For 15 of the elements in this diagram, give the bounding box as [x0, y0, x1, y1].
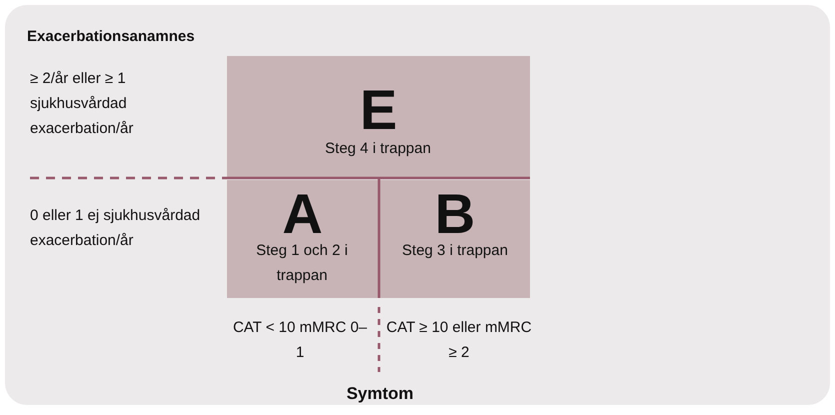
category-box	[380, 180, 530, 298]
category-letter: A	[282, 186, 323, 242]
category-description: Steg 1 och 2 i trappan	[255, 241, 349, 286]
axis-title: Symtom	[345, 383, 415, 405]
category-letter: E	[358, 82, 398, 138]
row-label: ≥ 2/år eller ≥ 1 sjukhusvårdad exacerbation/år	[30, 69, 134, 139]
category-box	[227, 56, 530, 178]
category-description: Steg 3 i trappan	[401, 241, 509, 261]
row-label: 0 eller 1 ej sjukhusvårdad exacerbation/år	[30, 206, 202, 251]
axis-title: Exacerbationsanamnes	[27, 27, 196, 47]
category-box	[227, 180, 378, 298]
column-label: CAT ≥ 10 eller mMRC ≥ 2	[385, 318, 533, 363]
column-label: CAT < 10 mMRC 0–1	[232, 318, 368, 363]
category-description: Steg 4 i trappan	[324, 139, 432, 159]
category-letter: B	[434, 186, 476, 242]
